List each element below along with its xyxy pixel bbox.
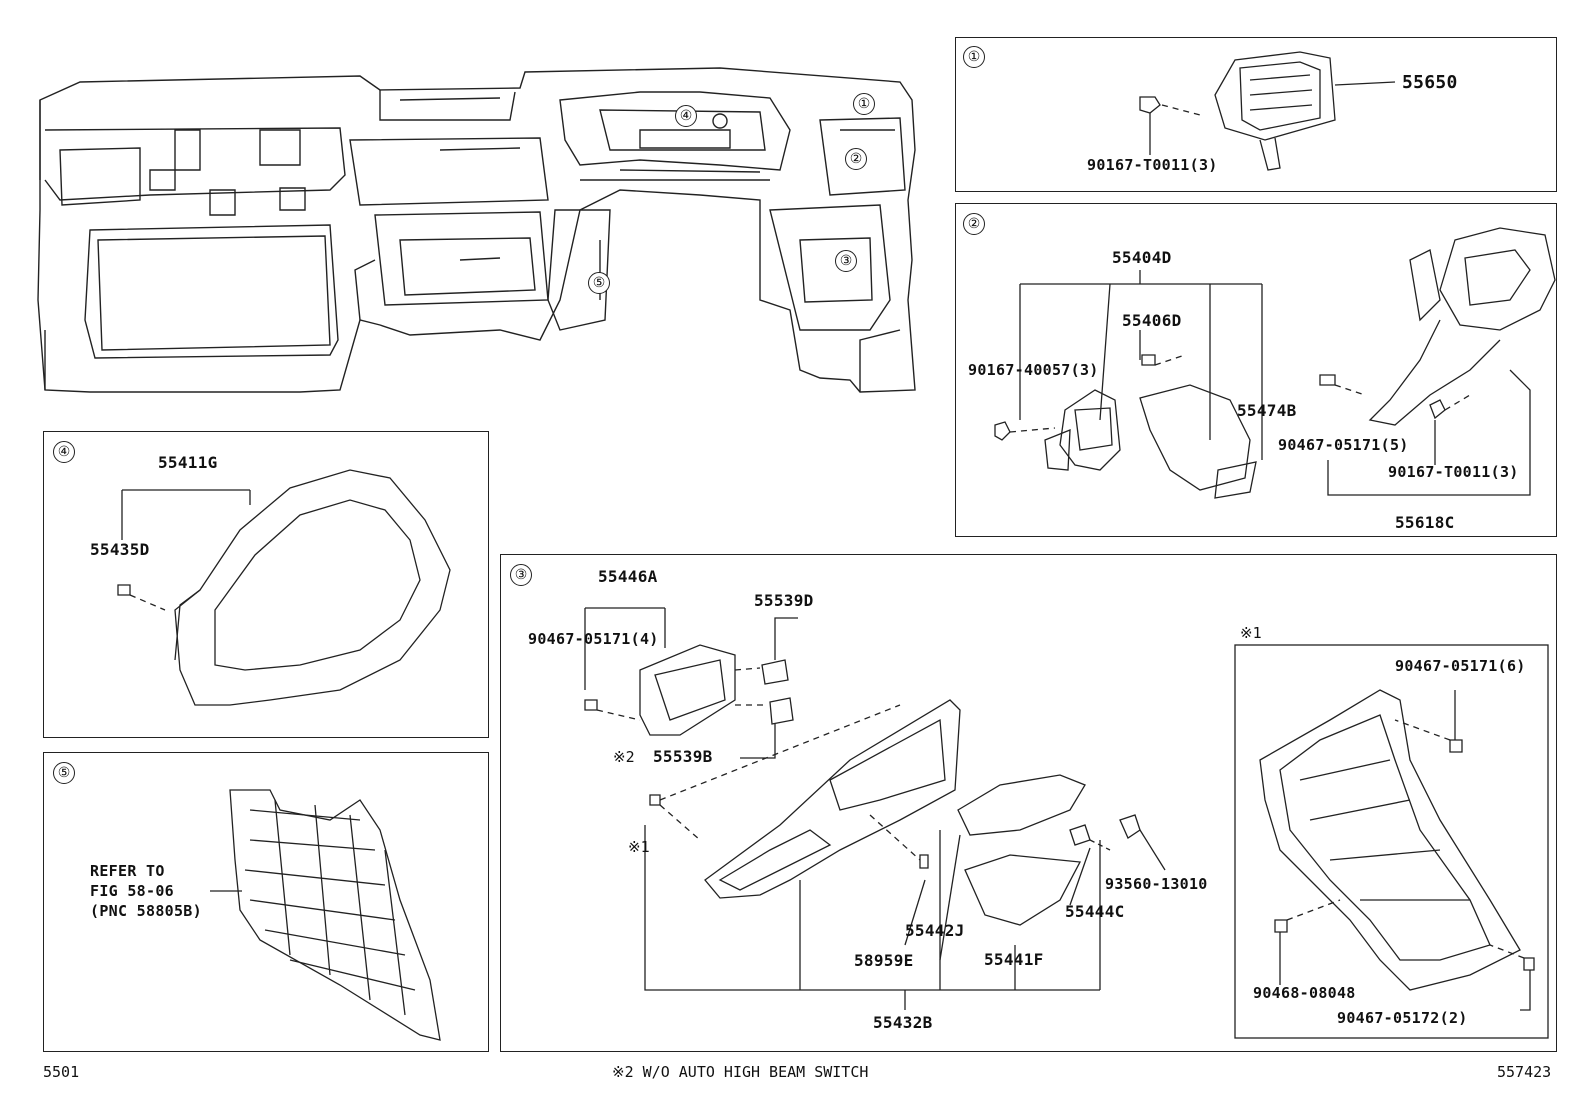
panel-1 — [955, 37, 1557, 192]
callout-3: ③ — [835, 250, 857, 272]
panel-4 — [43, 431, 489, 738]
part-55432B: 55432B — [873, 1013, 933, 1032]
callout-5: ⑤ — [588, 272, 610, 294]
part-93560-13010: 93560-13010 — [1105, 875, 1208, 893]
panel-1-number: ① — [963, 46, 985, 68]
footer-note: ※2 W/O AUTO HIGH BEAM SWITCH — [612, 1063, 869, 1081]
part-55539D: 55539D — [754, 591, 814, 610]
part-55404D: 55404D — [1112, 248, 1172, 267]
part-55539B: 55539B — [653, 747, 713, 766]
refer-to-line-2: FIG 58-06 — [90, 882, 174, 900]
footer-left-code: 5501 — [43, 1063, 80, 1081]
part-90167-T0011-3-b: 90167-T0011(3) — [1388, 463, 1519, 481]
part-58959E: 58959E — [854, 951, 914, 970]
part-55444C: 55444C — [1065, 902, 1125, 921]
part-55411G: 55411G — [158, 453, 218, 472]
footer-right-code: 557423 — [1497, 1063, 1552, 1081]
sub-panel-mark-1: ※1 — [1240, 624, 1262, 642]
part-90167-40057-3: 90167-40057(3) — [968, 361, 1099, 379]
part-90467-05171-5: 90467-05171(5) — [1278, 436, 1409, 454]
part-55650: 55650 — [1402, 72, 1458, 93]
part-55618C: 55618C — [1395, 513, 1455, 532]
refer-to-line-3: (PNC 58805B) — [90, 902, 202, 920]
part-90167-T0011-3: 90167-T0011(3) — [1087, 156, 1218, 174]
part-55442J: 55442J — [905, 921, 965, 940]
part-55406D: 55406D — [1122, 311, 1182, 330]
part-90468-08048: 90468-08048 — [1253, 984, 1356, 1002]
note-mark-1: ※1 — [628, 838, 650, 856]
panel-3-number: ③ — [510, 564, 532, 586]
part-90467-05171-6: 90467-05171(6) — [1395, 657, 1526, 675]
part-90467-05171-4: 90467-05171(4) — [528, 630, 659, 648]
part-55441F: 55441F — [984, 950, 1044, 969]
part-55435D: 55435D — [90, 540, 150, 559]
panel-5 — [43, 752, 489, 1052]
panel-4-number: ④ — [53, 441, 75, 463]
part-55446A: 55446A — [598, 567, 658, 586]
callout-1: ① — [853, 93, 875, 115]
panel-5-number: ⑤ — [53, 762, 75, 784]
panel-2-number: ② — [963, 213, 985, 235]
part-90467-05172-2: 90467-05172(2) — [1337, 1009, 1468, 1027]
callout-4: ④ — [675, 105, 697, 127]
note-mark-2: ※2 — [613, 748, 635, 766]
part-55474B: 55474B — [1237, 401, 1297, 420]
panel-3 — [500, 554, 1557, 1052]
panel-2 — [955, 203, 1557, 537]
refer-to-line-1: REFER TO — [90, 862, 165, 880]
callout-2: ② — [845, 148, 867, 170]
